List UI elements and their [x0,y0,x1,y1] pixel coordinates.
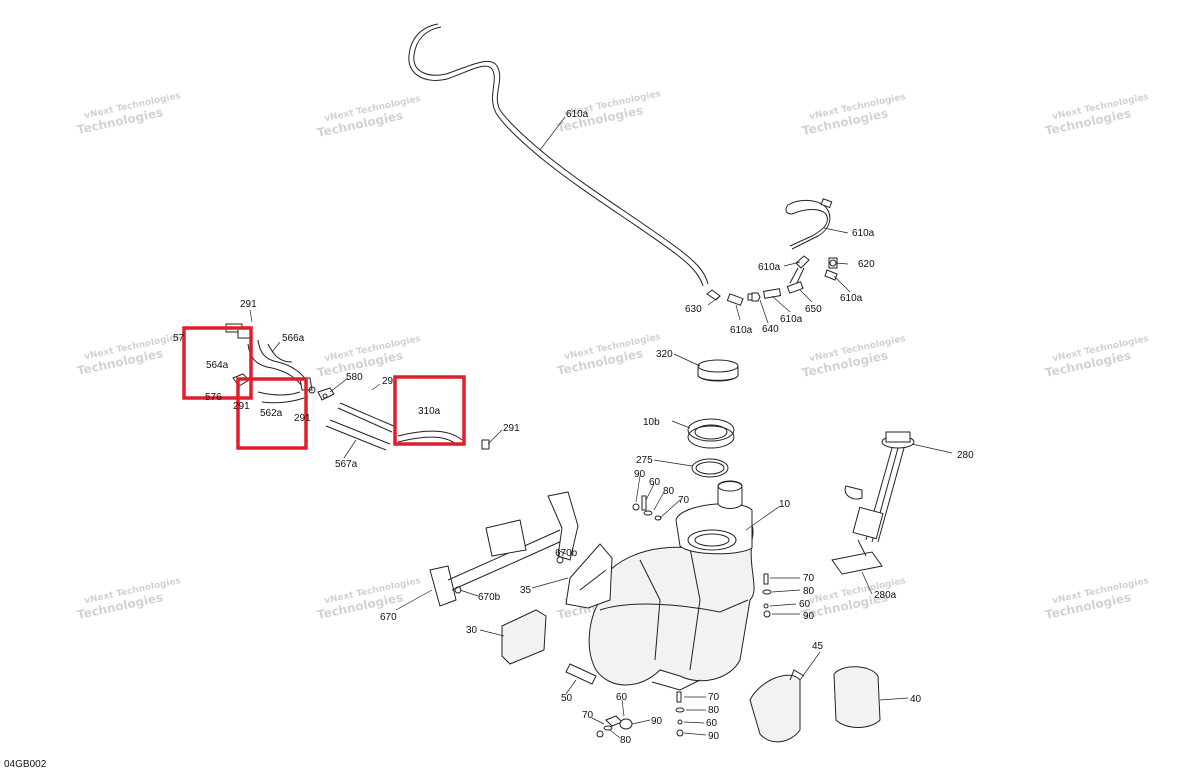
watermark-stamp: vNext Technologies Technologies [1044,92,1150,138]
part-label: 630 [685,304,702,315]
part-label: 57 [173,333,185,344]
watermark-stamp: vNext Technologies Technologies [316,576,422,622]
vent-hose-610a-long [408,23,721,301]
part-label: 60 [799,599,811,610]
part-label: 30 [466,625,478,636]
part-label: 80 [708,705,720,716]
part-label: 50 [561,693,573,704]
part-label: 90 [651,716,663,727]
part-label: 580 [346,372,363,383]
part-label: 610a [852,228,875,239]
part-label: 80 [620,735,632,746]
part-label: 670b [555,548,578,559]
part-label: 70 [582,710,594,721]
part-label: 291 [503,423,520,434]
part-label: 60 [706,718,718,729]
part-label: 70 [708,692,720,703]
part-label: 320 [656,349,673,360]
part-label: 567a [335,459,358,470]
part-label: 280a [874,590,897,601]
part-label: 670b [478,592,501,603]
watermark-stamp: vNext Technologies Technologies [556,332,662,378]
vent-hose-610a-bent [785,198,833,250]
seal-275 [691,458,729,478]
part-label: 576 [205,392,222,403]
lock-ring-10b [687,418,735,449]
part-label: 610a [730,325,753,336]
part-label: 670 [380,612,397,623]
part-label: 90 [708,731,720,742]
part-label: 80 [663,486,675,497]
part-label: 60 [649,477,661,488]
heat-shield-30 [501,609,547,665]
watermark-stamp: vNext Technologies Technologies [801,92,907,138]
part-label: 35 [520,585,532,596]
part-label: 610a [566,109,589,120]
part-label: 90 [634,469,646,480]
highlight-box-562a [236,377,308,450]
leader-lines [249,116,953,739]
part-label: 70 [803,573,815,584]
part-label: 610a [840,293,863,304]
watermark-stamp: vNext Technologies Technologies [1044,334,1150,380]
part-label: 291 [240,299,257,310]
highlight-boxes [182,326,466,450]
watermark-stamp: vNext Technologies Technologies [316,334,422,380]
heat-shield-45 [749,669,805,743]
part-label: 291 [294,413,311,424]
part-labels: 610a 610a 610a 620 610a 630 650 610a 610… [173,109,974,746]
part-label: 10b [643,417,660,428]
fuel-hose-567a [325,402,397,451]
part-label: 610a [780,314,803,325]
watermark-stamp: vNext Technologies Technologies [76,576,182,622]
part-label: 650 [805,304,822,315]
fuel-tank-10 [588,480,755,691]
hose-connector-fittings [726,255,838,306]
part-label: 610a [758,262,781,273]
fuel-cap-320 [697,359,739,382]
part-label: 45 [812,641,824,652]
part-label: 80 [803,586,815,597]
pad-40 [833,666,881,728]
highlight-box-310a [393,375,466,446]
part-label: 40 [910,694,922,705]
part-label: 566a [282,333,305,344]
part-label: 29 [382,376,394,387]
part-label: 280 [957,450,974,461]
highlight-box-564a [182,326,253,400]
watermark-stamp: vNext Technologies Technologies [76,91,182,137]
watermark-stamp: vNext Technologies Technologies [316,94,422,140]
part-label: 90 [803,611,815,622]
heat-shield-35 [565,543,613,609]
fuel-pump-280 [831,431,915,575]
part-label: 564a [206,360,229,371]
part-label: 70 [678,495,690,506]
fuel-hose-310a [397,430,490,450]
part-label: 640 [762,324,779,335]
diagram-code: 04GB002 [4,759,47,770]
part-label: 562a [260,408,283,419]
part-label: 310a [418,406,441,417]
part-label: 10 [779,499,791,510]
part-label: 60 [616,692,628,703]
part-label: 291 [233,401,250,412]
watermark-stamp: vNext Technologies Technologies [801,334,907,380]
part-label: 275 [636,455,653,466]
bracket-670 [429,491,579,607]
watermark-layer: vNext Technologies Technologies vNext Te… [76,89,1150,622]
fuel-hose-group-left [225,323,335,404]
watermark-stamp: vNext Technologies Technologies [1044,576,1150,622]
pad-50 [565,663,597,685]
watermark-stamp: vNext Technologies Technologies [76,332,182,378]
part-label: 620 [858,259,875,270]
hardware-fasteners [596,495,772,738]
